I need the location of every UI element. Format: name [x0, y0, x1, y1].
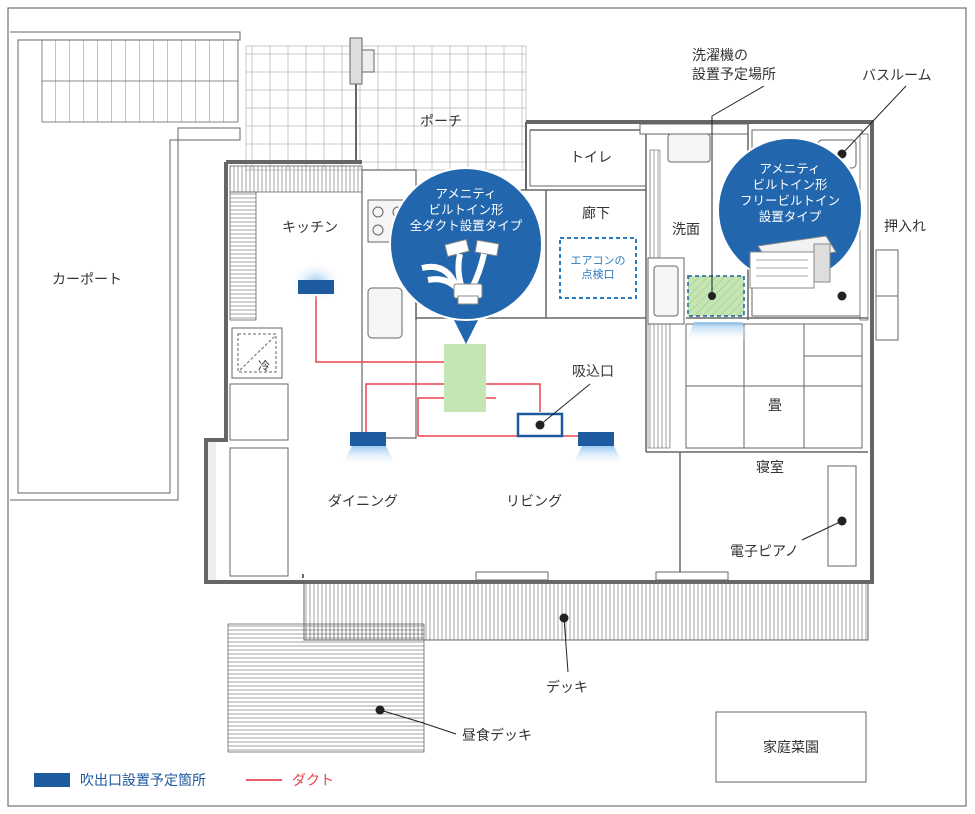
legend-outlet-label: 吹出口設置予定箇所 [80, 772, 206, 789]
fridge [231, 327, 283, 379]
label-deck: デッキ [546, 679, 588, 696]
room-living: リビング [506, 494, 562, 510]
carport-outline [10, 31, 241, 501]
inspection-line2: 点検口 [582, 267, 615, 281]
free-builtin-unit-icon [749, 235, 837, 289]
duct-lines [315, 296, 596, 437]
room-kitchen: キッチン [282, 220, 338, 236]
room-toilet: トイレ [570, 150, 612, 166]
washer-line2: 設置予定場所 [692, 67, 776, 83]
sink [367, 287, 403, 339]
label-bathroom: バスルーム [862, 68, 932, 84]
porch-post [349, 37, 363, 85]
outlet-living [578, 432, 614, 446]
room-washroom: 洗面 [672, 222, 700, 238]
legend-outlet-swatch [34, 773, 70, 787]
fridge-label: 冷 [258, 359, 270, 373]
bubble-right-line3: フリービルトイン [740, 193, 840, 208]
inspection-hatch [559, 237, 637, 299]
washer-line1: 洗濯機の [692, 48, 748, 64]
room-carport: カーポート [52, 272, 122, 288]
noon-deck [227, 623, 425, 753]
bubble-left-line1: アメニティ [435, 186, 496, 201]
porch-tiles [245, 45, 527, 171]
kitchen-shelf-left [229, 191, 257, 321]
garden-box [715, 711, 867, 783]
legend: 吹出口設置予定箇所 ダクト [34, 772, 334, 789]
legend-duct-label: ダクト [292, 773, 334, 789]
outer-frame [7, 7, 967, 807]
wash-basin [667, 133, 711, 163]
outlet-dining [350, 432, 386, 446]
room-hallway: 廊下 [582, 205, 610, 222]
bubble-right-line2: ビルトイン形 [752, 177, 828, 192]
room-tatami: 畳 [768, 398, 782, 414]
bubble-free-builtin: アメニティ ビルトイン形 フリービルトイン 設置タイプ [717, 137, 863, 289]
piano [827, 465, 857, 567]
inspection-line1: エアコンの [571, 254, 626, 267]
label-intake: 吸込口 [572, 364, 614, 380]
duct-unit-icon [421, 238, 500, 305]
bubble-right-line1: アメニティ [759, 161, 820, 176]
room-bedroom: 寝室 [756, 459, 784, 476]
bubble-left-line3: 全ダクト設置タイプ [410, 218, 523, 233]
outlet-kitchen [298, 280, 334, 294]
bubble-right-line4: 設置タイプ [759, 209, 822, 224]
label-noon-deck: 昼食デッキ [462, 727, 532, 744]
room-closet: 押入れ [884, 219, 926, 235]
room-garden: 家庭菜園 [763, 739, 819, 756]
central-unit [444, 344, 486, 412]
bubble-left-line2: ビルトイン形 [428, 202, 504, 217]
bubble-full-duct: アメニティ ビルトイン形 全ダクト設置タイプ [389, 167, 543, 344]
kitchen-shelf-top [229, 165, 363, 193]
room-dining: ダイニング [328, 494, 398, 510]
label-piano: 電子ピアノ [730, 544, 799, 560]
room-porch: ポーチ [420, 114, 462, 130]
